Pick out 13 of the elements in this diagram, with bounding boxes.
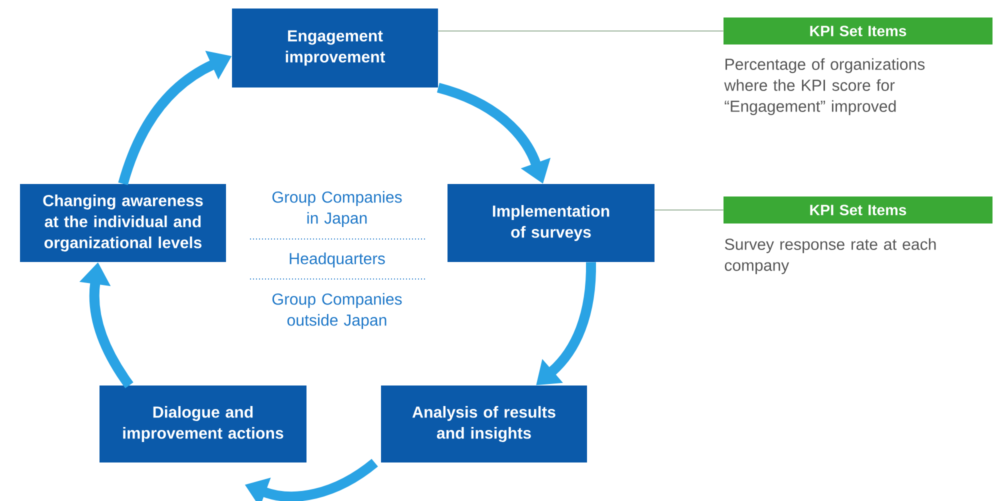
- group-label: Group Companies in Japan: [272, 191, 402, 227]
- kpi-description: Survey response rate at each company: [724, 238, 936, 274]
- process-box: Implementation of surveys: [448, 184, 654, 262]
- process-box: Changing awareness at the individual and organizational levels: [20, 184, 226, 262]
- kpi-header-box: KPI Set Items: [724, 18, 992, 44]
- kpi-description: Percentage of organizations where the KPI score for “Engagement” improved: [724, 58, 925, 116]
- process-box: Analysis of results and insights: [381, 386, 587, 462]
- process-box: Engagement improvement: [232, 8, 438, 88]
- process-box: Dialogue and improvement actions: [100, 386, 306, 462]
- group-label: Headquarters: [290, 252, 385, 268]
- group-label: Group Companies outside Japan: [272, 293, 402, 329]
- connector-line: [438, 30, 724, 32]
- kpi-header-box: KPI Set Items: [724, 196, 992, 224]
